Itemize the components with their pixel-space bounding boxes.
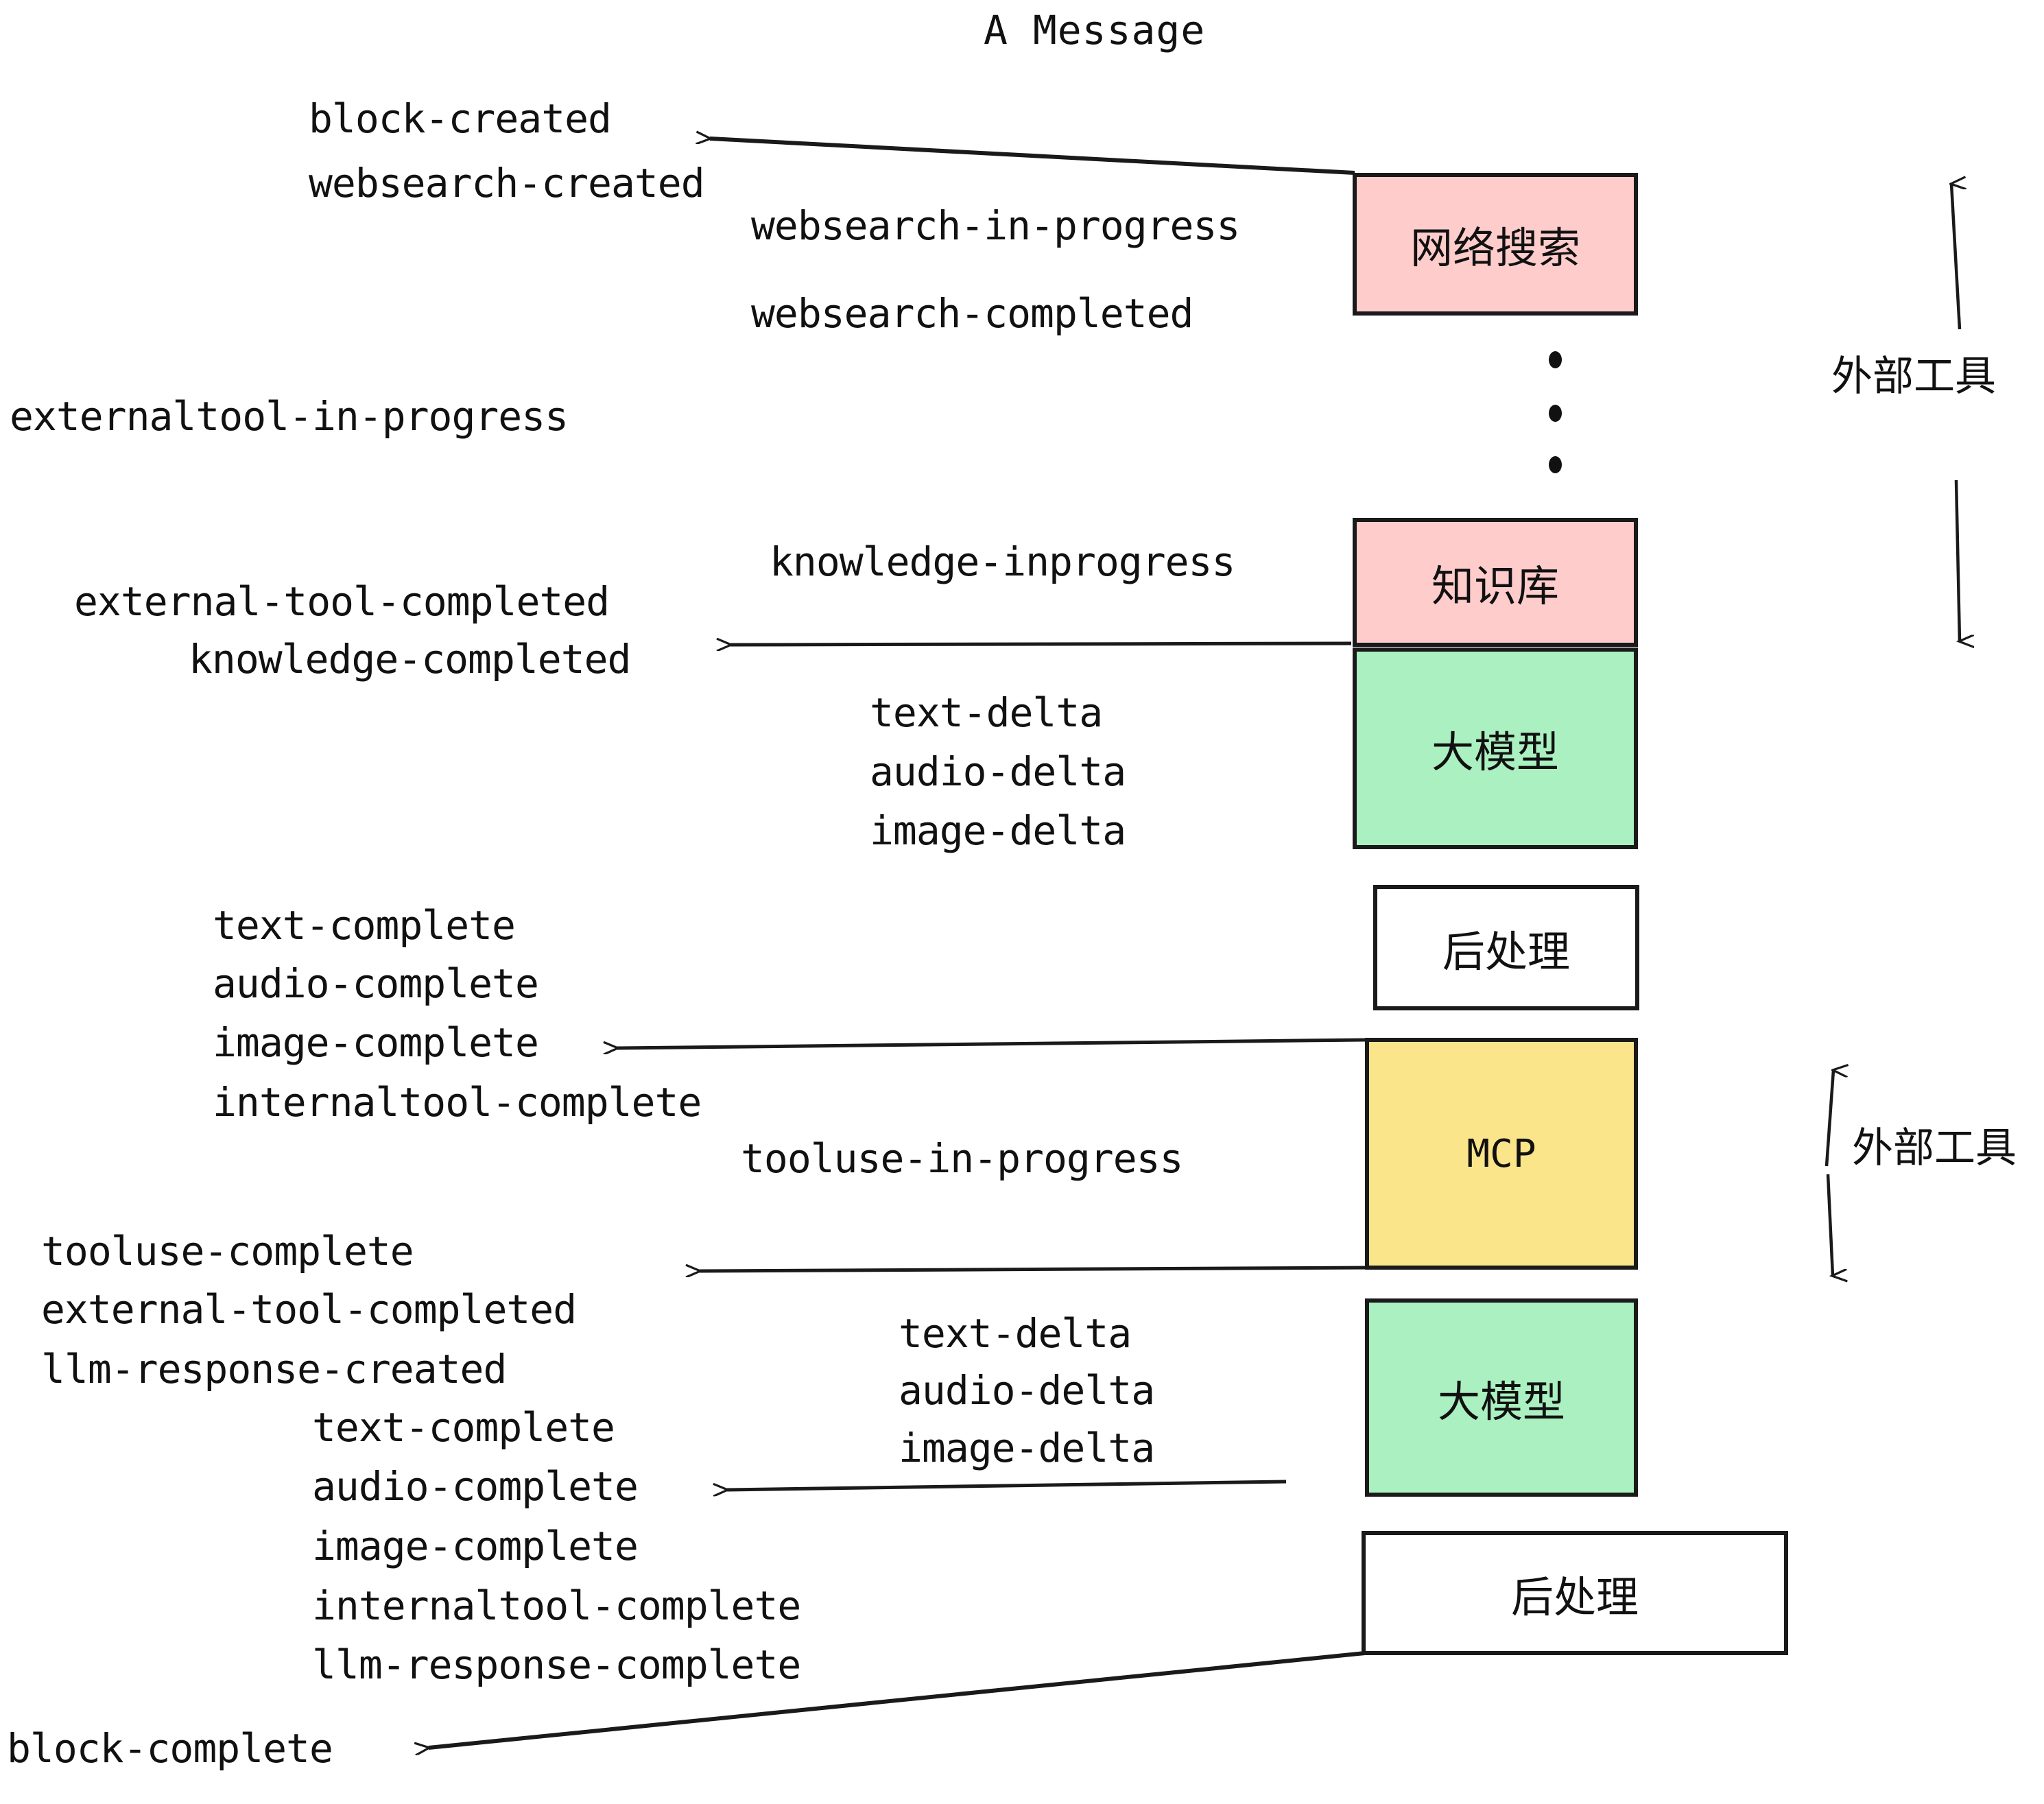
arrow-external-tools-bottom-down <box>1826 1174 1833 1276</box>
event-block-complete: block-complete <box>7 1725 333 1772</box>
box-websearch-label: 网络搜索 <box>1410 223 1580 273</box>
event-text-delta-1: text-delta <box>870 689 1103 736</box>
event-tooluse-complete: tooluse-complete <box>41 1228 414 1274</box>
event-external-tool-completed-2: external-tool-completed <box>41 1286 577 1333</box>
arrow-block-created <box>710 139 1355 175</box>
event-audio-delta-1: audio-delta <box>870 748 1126 795</box>
box-postprocess-2-label: 后处理 <box>1510 1571 1639 1622</box>
arrow-external-tools-top-up <box>1951 184 1960 330</box>
label-external-tools-top: 外部工具 <box>1831 353 1996 401</box>
event-knowledge-completed: knowledge-completed <box>189 636 631 683</box>
event-block-created: block-created <box>309 95 612 142</box>
event-image-delta-2: image-delta <box>899 1425 1155 1471</box>
ellipsis-dot-icon <box>1549 351 1562 368</box>
event-internaltool-complete-1: internaltool-complete <box>213 1079 702 1126</box>
box-postprocess-1-label: 后处理 <box>1442 926 1570 977</box>
event-internaltool-complete-2: internaltool-complete <box>312 1582 801 1629</box>
event-websearch-completed: websearch-completed <box>751 290 1193 337</box>
event-websearch-created: websearch-created <box>309 160 705 206</box>
ellipsis-dot-icon <box>1549 456 1562 473</box>
arrow-external-tools-top-down <box>1954 479 1960 641</box>
event-llm-response-complete: llm-response-complete <box>312 1641 801 1688</box>
arrow-image-complete <box>617 1038 1366 1048</box>
box-mcp-label: MCP <box>1466 1131 1536 1176</box>
box-llm-1-label: 大模型 <box>1431 727 1559 777</box>
box-knowledge[interactable]: 知识库 <box>1353 518 1638 647</box>
event-external-tool-completed-1: external-tool-completed <box>74 578 610 625</box>
box-mcp[interactable]: MCP <box>1365 1038 1638 1270</box>
ellipsis-dot-icon <box>1549 405 1562 422</box>
event-image-complete-1: image-complete <box>213 1019 539 1066</box>
event-tooluse-in-progress: tooluse-in-progress <box>741 1135 1183 1182</box>
event-image-delta-1: image-delta <box>870 807 1126 854</box>
box-llm-2-label: 大模型 <box>1437 1376 1565 1427</box>
event-llm-response-created: llm-response-created <box>41 1346 507 1392</box>
box-postprocess-1[interactable]: 后处理 <box>1373 885 1639 1010</box>
label-external-tools-bottom: 外部工具 <box>1852 1124 2017 1172</box>
event-audio-complete-2: audio-complete <box>312 1463 639 1510</box>
box-postprocess-2[interactable]: 后处理 <box>1362 1531 1788 1655</box>
arrow-knowledge-completed <box>730 643 1352 645</box>
event-text-delta-2: text-delta <box>899 1310 1132 1357</box>
box-websearch[interactable]: 网络搜索 <box>1353 173 1638 316</box>
box-llm-2[interactable]: 大模型 <box>1365 1298 1638 1497</box>
arrow-external-tools-bottom-up <box>1825 1070 1833 1167</box>
event-externaltool-in-progress: externaltool-in-progress <box>10 393 569 440</box>
page-title: A Message <box>984 7 1206 54</box>
arrow-tooluse-complete <box>700 1268 1374 1271</box>
event-audio-complete-1: audio-complete <box>213 960 539 1007</box>
arrow-audio-complete <box>727 1480 1287 1490</box>
event-audio-delta-2: audio-delta <box>899 1367 1155 1414</box>
event-text-complete-1: text-complete <box>213 902 516 949</box>
event-image-complete-2: image-complete <box>312 1523 639 1569</box>
box-llm-1[interactable]: 大模型 <box>1353 648 1638 849</box>
event-text-complete-2: text-complete <box>312 1404 615 1451</box>
box-knowledge-label: 知识库 <box>1431 561 1559 611</box>
event-knowledge-inprogress: knowledge-inprogress <box>770 538 1235 585</box>
event-websearch-in-progress: websearch-in-progress <box>751 202 1240 249</box>
